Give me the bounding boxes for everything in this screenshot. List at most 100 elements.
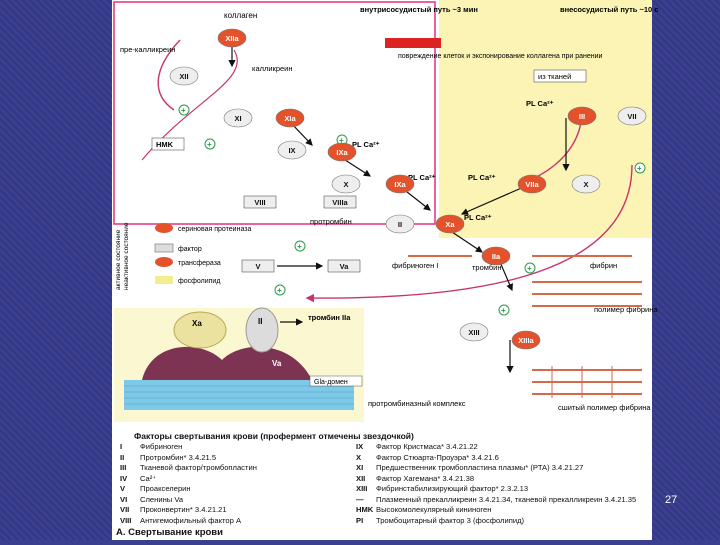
svg-text:+: +	[207, 140, 212, 149]
factor-legend: Факторы свертывания крови (профермент от…	[112, 428, 652, 540]
legend-row: I Фибриноген	[120, 442, 182, 452]
node-viii: VIII	[243, 195, 277, 209]
node-iia: IIa	[481, 246, 511, 266]
legend-code: XI	[356, 463, 364, 472]
node-xiiia: XIIIa	[511, 330, 541, 350]
svg-text:+: +	[501, 306, 506, 315]
node-ixa2: IXa	[385, 174, 415, 194]
legend-text: Предшественник тромбопластина плазмы* (P…	[376, 463, 584, 472]
legend-text: Тромбоцитарный фактор 3 (фосфолипид)	[376, 515, 525, 525]
legend-code: I	[120, 442, 123, 451]
factor-label: IXa	[336, 148, 348, 157]
key-transferase: трансфераза	[178, 260, 221, 267]
svg-text:+: +	[277, 286, 282, 295]
factor-label: III	[579, 112, 585, 121]
legend-code: IX	[356, 442, 364, 451]
pl-ca-1: PL Ca²⁺	[352, 140, 380, 149]
key-phospholipid: фосфолипид	[178, 278, 220, 285]
node-ii: II	[385, 214, 415, 234]
pl-ca-3: PL Ca²⁺	[468, 173, 496, 182]
legend-text: Ca²⁺	[140, 473, 157, 483]
color-key: сериновая протеиназа фактор трансфераза …	[154, 223, 251, 285]
pl-ca-2: PL Ca²⁺	[408, 173, 436, 182]
prothrombin-label: протромбин	[310, 217, 352, 226]
legend-text: Фибриноген	[140, 442, 183, 451]
legend-row: VIII Антигемофильный фактор А	[120, 516, 241, 526]
factor-label: VIII	[254, 198, 265, 207]
legend-code: X	[356, 452, 362, 462]
legend-code: VII	[120, 505, 130, 514]
factor-va-shape	[142, 346, 312, 380]
figure-caption: А. Свертывание крови	[116, 527, 223, 538]
legend-code: VI	[120, 494, 128, 504]
legend-text: Фибринстабилизирующий фактор* 2.3.2.13	[376, 484, 529, 493]
prothrombinase-inset: Xa II Va тромбин IIa Gla-домен	[114, 307, 364, 422]
legend-row: XII Фактор Хагемана* 3.4.21.38	[356, 474, 474, 484]
prekallikrein-label: пре-калликреин	[120, 45, 175, 54]
legend-row: PI Тромбоцитарный фактор 3 (фосфолипид)	[356, 516, 524, 526]
node-xiia: XIIa	[217, 28, 247, 48]
path-prekallikrein	[157, 39, 181, 111]
legend-code: VIII	[120, 515, 132, 525]
factor-label: V	[255, 262, 260, 271]
key-serine: сериновая протеиназа	[178, 226, 251, 233]
polymer-label: полимер фибрина	[594, 305, 658, 314]
fibrin-strands	[408, 255, 642, 398]
inset-va: Va	[272, 359, 282, 368]
factor-label: XIIIa	[518, 336, 534, 345]
side-active: активное состояние	[115, 229, 122, 290]
blood-drop-icon	[385, 38, 441, 48]
factor-label: VII	[627, 112, 636, 121]
prothrombinase-label: протромбиназный комплекс	[368, 399, 466, 408]
legend-text: Высокомолекулярный кининоген	[376, 505, 492, 514]
legend-code: PI	[356, 515, 364, 525]
kallikrein-label: калликреин	[252, 64, 293, 73]
svg-text:+: +	[181, 106, 186, 115]
factor-label: II	[398, 220, 402, 229]
legend-text: Плазменный прекалликреин 3.4.21.34, ткан…	[376, 494, 637, 504]
coagulation-diagram: внутрисосудистый путь ~3 мин внесосудист…	[112, 0, 658, 540]
legend-title: Факторы свертывания крови (профермент от…	[134, 431, 414, 441]
legend-code: III	[120, 463, 127, 472]
crosslinked-label: сшитый полимер фибрина	[558, 403, 651, 412]
factor-label: Va	[340, 262, 350, 271]
node-x_left: X	[331, 174, 361, 194]
diagram-svg: внутрисосудистый путь ~3 мин внесосудист…	[113, 0, 658, 422]
legend-text: Фактор Стюарта-Проуэра* 3.4.21.6	[376, 452, 499, 462]
node-vii: VII	[617, 106, 647, 126]
node-v: V	[241, 259, 275, 273]
node-va: Va	[327, 259, 361, 273]
pl-ca-4: PL Ca²⁺	[526, 99, 554, 108]
svg-text:+: +	[637, 164, 642, 173]
inset-ii: II	[258, 317, 262, 326]
node-viia: VIIa	[517, 174, 547, 194]
fibrin-label: фибрин	[590, 261, 617, 270]
factor-label: XI	[234, 114, 241, 123]
pl-ca-5: PL Ca²⁺	[464, 213, 492, 222]
key-factor: фактор	[178, 246, 202, 253]
legend-text: Протромбин* 3.4.21.5	[140, 452, 217, 462]
factor-label: IIa	[492, 252, 501, 261]
fibrinogen-label: фибриноген I	[392, 261, 438, 270]
legend-text: Фактор Хагемана* 3.4.21.38	[376, 473, 475, 483]
legend-code: XII	[356, 473, 366, 483]
factor-label: XIIa	[225, 34, 239, 43]
inset-thrombin: тромбин IIa	[308, 313, 351, 322]
svg-text:+: +	[339, 136, 344, 145]
legend-text: Тканевой фактор/тромбопластин	[140, 463, 257, 472]
factor-label: IXa	[394, 180, 406, 189]
inset-xa: Xa	[192, 319, 202, 328]
factor-label: Xa	[445, 220, 455, 229]
damage-note: повреждение клеток и экспонирование колл…	[398, 53, 603, 60]
factor-label: VIIa	[525, 180, 539, 189]
legend-text: Проакселерин	[140, 484, 191, 493]
node-xi: XI	[223, 108, 253, 128]
legend-text: Антигемофильный фактор А	[140, 515, 242, 525]
svg-text:+: +	[527, 264, 532, 273]
legend-text: Сленины Va	[140, 494, 184, 504]
legend-text: Проконвертин* 3.4.21.21	[140, 505, 227, 514]
